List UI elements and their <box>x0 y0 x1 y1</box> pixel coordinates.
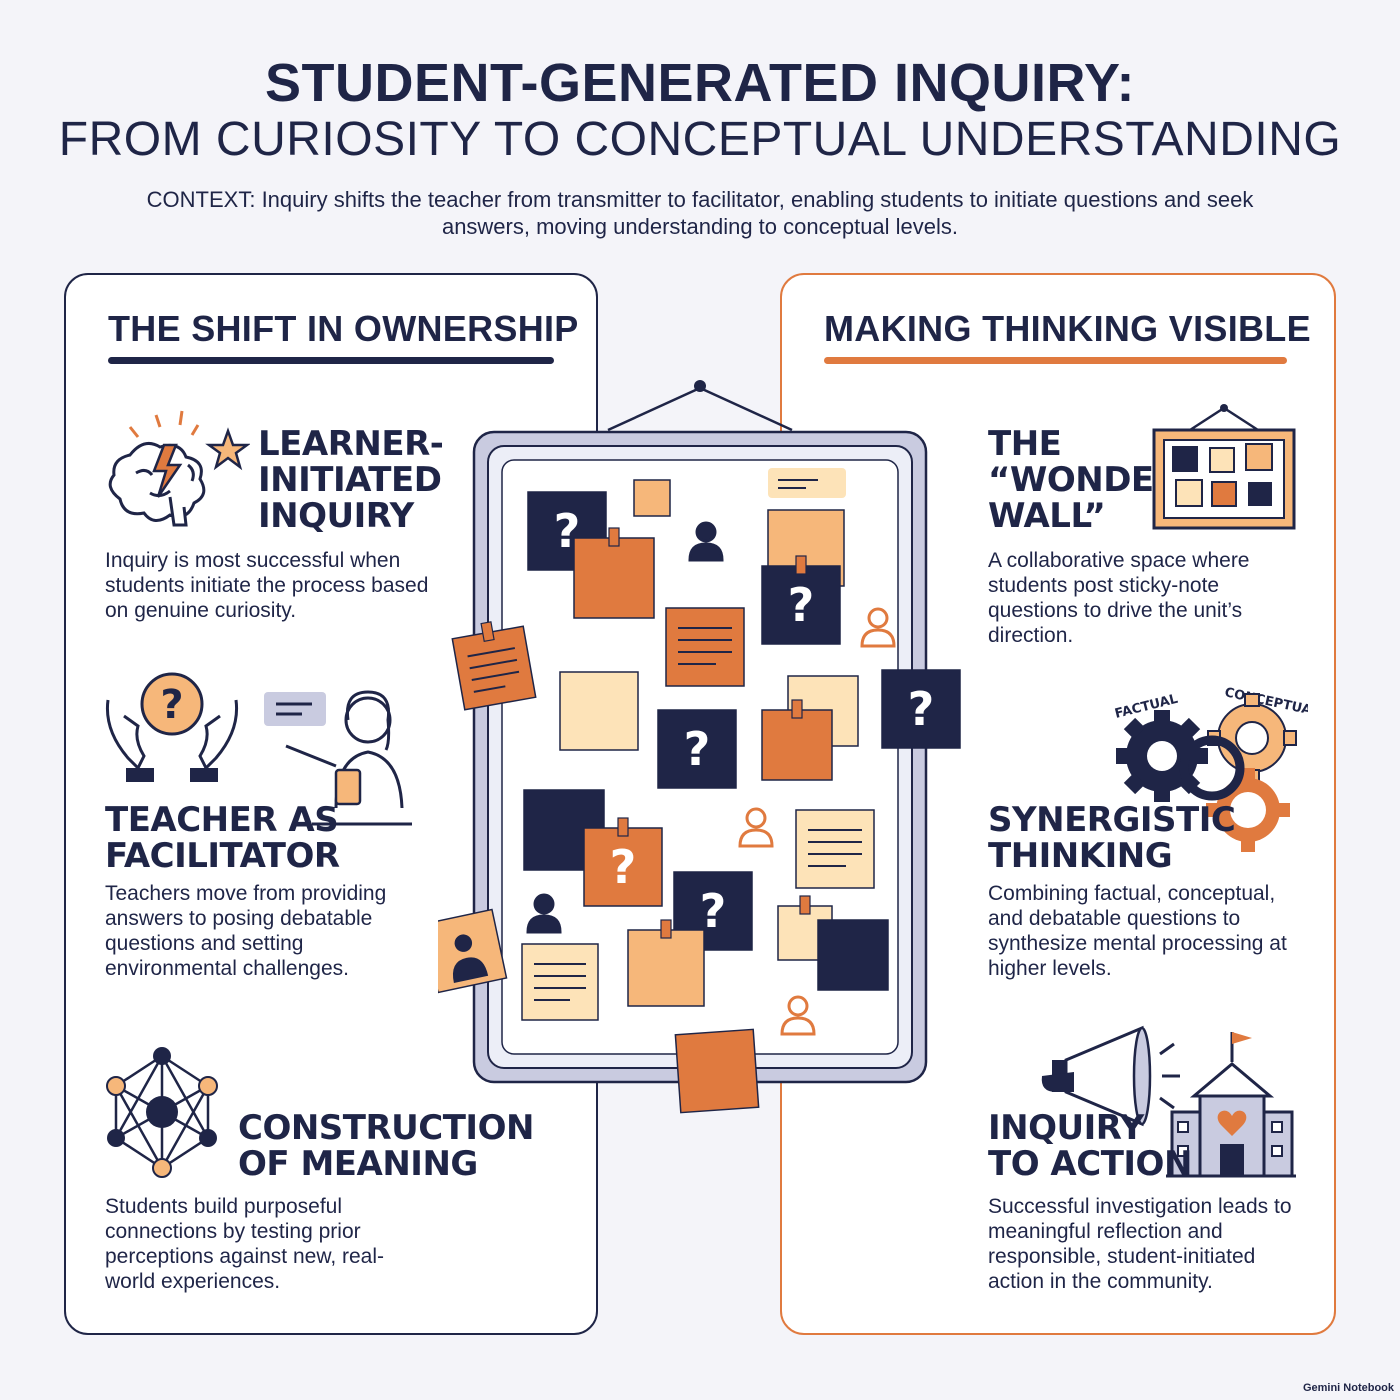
sticky-note <box>674 1028 760 1114</box>
bulletin-board-icon <box>1152 404 1296 530</box>
watermark: Gemini Notebook <box>1302 1382 1394 1394</box>
sticky-note <box>559 671 639 751</box>
section-title-synergistic-thinking: SYNERGISTIC THINKING <box>988 800 1236 876</box>
teacher-facilitator-icon: ? <box>105 672 412 826</box>
person-icon <box>688 521 724 562</box>
person-icon <box>860 607 896 648</box>
svg-text:?: ? <box>160 682 183 728</box>
sticky-note <box>438 908 508 994</box>
section-title-construction-of-meaning: CONSTRUCTION OF MEANING <box>238 1108 534 1184</box>
question-sticky-note: ? <box>761 555 841 645</box>
left-panel-title: THE SHIFT IN OWNERSHIP <box>108 308 579 349</box>
sticky-note <box>451 621 537 711</box>
wonder-board-illustration: ?????? <box>438 380 961 1114</box>
person-icon <box>526 893 562 934</box>
question-mark-glyph: ? <box>610 840 637 894</box>
person-icon <box>780 995 816 1036</box>
sticky-note <box>573 527 655 619</box>
sticky-note <box>627 919 705 1007</box>
sticky-note <box>761 699 833 781</box>
section-title-inquiry-to-action: INQUIRY TO ACTION <box>988 1108 1192 1184</box>
section-title-learner-initiated-inquiry: LEARNER- INITIATED INQUIRY <box>258 424 444 536</box>
section-title-teacher-as-facilitator: TEACHER AS FACILITATOR <box>105 800 340 876</box>
section-body-inquiry-to-action: Successful investigation leads to meanin… <box>988 1195 1292 1293</box>
section-body-wonder-wall: A collaborative space where students pos… <box>988 549 1250 647</box>
page-title: STUDENT-GENERATED INQUIRY: <box>264 53 1135 113</box>
megaphone-school-icon <box>1041 1025 1296 1178</box>
sticky-note <box>633 479 671 517</box>
gears-icon: FACTUAL CONCEPTUAL <box>1113 685 1308 852</box>
sticky-note <box>521 943 599 1021</box>
person-icon <box>738 807 774 848</box>
section-body-teacher-as-facilitator: Teachers move from providing answers to … <box>105 882 387 980</box>
sticky-note <box>817 919 889 991</box>
question-sticky-note: ? <box>657 709 737 789</box>
left-panel-underline <box>108 357 554 364</box>
question-sticky-note: ? <box>583 817 663 907</box>
wonder-board: ?????? <box>438 370 978 1130</box>
section-body-learner-initiated-inquiry: Inquiry is most successful when students… <box>105 549 429 622</box>
speech-bubble-icon <box>768 468 846 498</box>
section-title-wonder-wall: THE “WONDER WALL” <box>988 424 1180 536</box>
sticky-note <box>665 607 745 687</box>
section-body-synergistic-thinking: Combining factual, conceptual, and debat… <box>988 882 1287 980</box>
question-mark-glyph: ? <box>908 682 935 736</box>
section-body-construction-of-meaning: Students build purposeful connections by… <box>105 1195 384 1293</box>
question-mark-glyph: ? <box>700 884 727 938</box>
right-panel-title: MAKING THINKING VISIBLE <box>824 308 1311 349</box>
right-panel-underline <box>824 357 1287 364</box>
brain-lightning-icon <box>108 410 250 527</box>
question-sticky-note: ? <box>881 669 961 749</box>
question-mark-glyph: ? <box>788 578 815 632</box>
question-mark-glyph: ? <box>684 722 711 776</box>
network-icon <box>106 1047 218 1178</box>
context-text: CONTEXT: Inquiry shifts the teacher from… <box>146 187 1254 239</box>
page-subtitle: FROM CURIOSITY TO CONCEPTUAL UNDERSTANDI… <box>58 113 1342 166</box>
sticky-note <box>795 809 875 889</box>
